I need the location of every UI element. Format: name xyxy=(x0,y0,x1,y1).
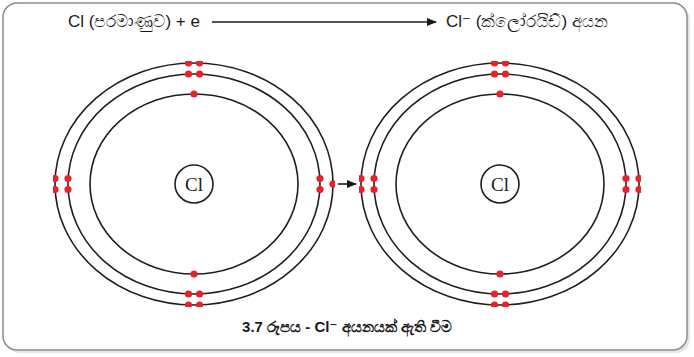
electron xyxy=(196,290,203,297)
electron xyxy=(196,70,203,77)
electron xyxy=(491,301,498,307)
electron xyxy=(496,90,503,97)
electron xyxy=(185,301,192,307)
electron xyxy=(622,186,629,193)
electron xyxy=(370,175,377,182)
electron-shell xyxy=(68,74,320,294)
electron xyxy=(196,61,203,67)
electron xyxy=(359,186,365,193)
electron-shell xyxy=(90,94,298,274)
electron xyxy=(491,61,498,67)
electron xyxy=(496,270,503,277)
atom-circle: Cl xyxy=(53,61,335,307)
electron-shell xyxy=(361,63,639,305)
equation-term: Cl (පරමාණුව) + e xyxy=(68,12,200,32)
frame-border xyxy=(3,3,687,350)
electron xyxy=(64,175,71,182)
nucleus xyxy=(481,165,519,203)
electron xyxy=(196,301,203,307)
electron xyxy=(185,290,192,297)
electron xyxy=(185,61,192,67)
electron xyxy=(622,175,629,182)
figure-caption: 3.7 රූපය - Cl⁻ අයනයක් ඇති වීම xyxy=(0,318,694,336)
electron xyxy=(185,70,192,77)
electron xyxy=(53,175,59,182)
electron xyxy=(53,186,59,193)
electron xyxy=(502,301,509,307)
electron xyxy=(370,186,377,193)
electron xyxy=(502,61,509,67)
electron-shell xyxy=(374,74,626,294)
nucleus-symbol: Cl xyxy=(491,175,509,194)
electron xyxy=(502,290,509,297)
electron xyxy=(491,70,498,77)
electron xyxy=(491,290,498,297)
electron xyxy=(316,175,323,182)
reaction-arrow xyxy=(338,183,356,185)
nucleus-symbol: Cl xyxy=(185,175,203,194)
atom-circle: Cl xyxy=(359,61,641,307)
electron xyxy=(316,186,323,193)
electron xyxy=(329,180,335,187)
electron xyxy=(359,175,365,182)
electron xyxy=(502,70,509,77)
electron xyxy=(635,186,641,193)
electron xyxy=(190,270,197,277)
nucleus xyxy=(175,165,213,203)
electron xyxy=(635,175,641,182)
reaction-arrow xyxy=(212,21,436,23)
electron xyxy=(64,186,71,193)
electron xyxy=(190,90,197,97)
electron-shell xyxy=(396,94,604,274)
electron-shell xyxy=(55,63,333,305)
equation-term: Cl⁻ (ක්ලෝරයිඩ්) අයන xyxy=(446,12,608,32)
